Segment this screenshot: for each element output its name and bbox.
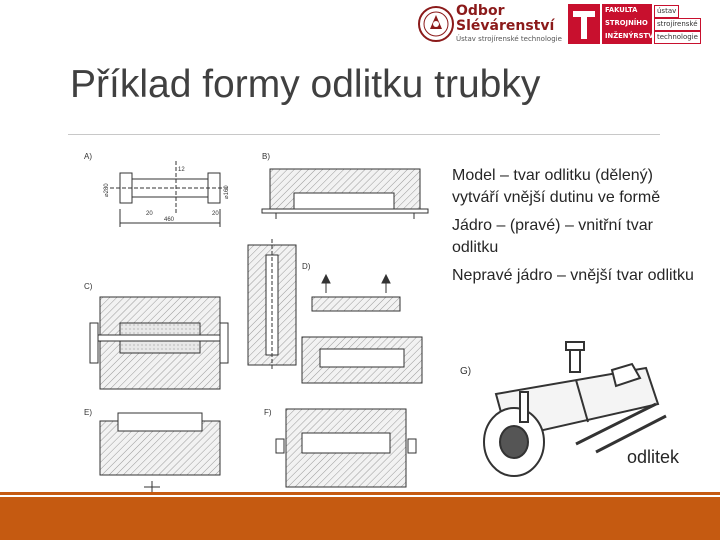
mold-process-figure: A) ⌀280 ⌀160 12 20 460 20 B) C) D) [84, 152, 429, 493]
slide-title: Příklad formy odlitku trubky [70, 63, 541, 106]
odbor-subtitle: Ústav strojírenské technologie [456, 35, 562, 43]
odbor-title-line2: Slévárenství [456, 18, 555, 34]
footer-bar [0, 497, 720, 540]
faculty-box-strojirenske: strojírenské [654, 18, 701, 31]
drawing-e-lower-half [99, 412, 221, 476]
drawing-d-parts [301, 273, 423, 384]
odbor-title-line1: Odbor [456, 3, 505, 19]
bullet-false-core: Nepravé jádro – vnější tvar odlitku [452, 267, 694, 284]
bullet-list: Model – tvar odlitku (dělený) vytváří vn… [452, 165, 702, 293]
odbor-title: Odbor Slévárenství [456, 4, 554, 34]
figure-label-c: C) [84, 282, 93, 291]
footer-accent-line [0, 492, 720, 495]
drawing-f-complete-mold [275, 408, 417, 488]
dimension-label-d160: ⌀160 [224, 185, 230, 199]
drawing-core-box [247, 239, 297, 371]
pipe-casting-drawing [483, 341, 667, 477]
faculty-name-block: FAKULTA STROJNÍHO INŽENÝRSTVÍ [602, 4, 656, 44]
pattern-drawing-a [110, 161, 230, 227]
faculty-line3: INŽENÝRSTVÍ [605, 32, 656, 40]
odbor-slevarenstvi-logo: Odbor Slévárenství Ústav strojírenské te… [416, 4, 562, 44]
dimension-label-d280: ⌀280 [104, 183, 110, 197]
drawing-b-flask [261, 168, 429, 219]
university-seal-icon [418, 6, 454, 42]
title-divider [68, 134, 660, 135]
bullet-core: Jádro – (pravé) – vnitřní tvar odlitku [452, 217, 653, 256]
dimension-label-12: 12 [178, 167, 185, 173]
faculty-line2: STROJNÍHO [605, 19, 648, 27]
figure-label-a: A) [84, 152, 92, 161]
faculty-box-technologie: technologie [654, 31, 701, 44]
header-logos: Odbor Slévárenství Ústav strojírenské te… [416, 4, 716, 44]
faculty-box-ustav: ústav [654, 5, 680, 18]
figure-label-e: E) [84, 408, 92, 417]
faculty-logo: FAKULTA STROJNÍHO INŽENÝRSTVÍ ústav stro… [568, 4, 716, 44]
drawing-bottom-partial [144, 481, 160, 493]
dimension-label-20-right: 20 [212, 211, 219, 217]
casting-illustration-g: G) [460, 341, 667, 477]
casting-label: odlitek [627, 447, 680, 467]
figure-label-b: B) [262, 152, 270, 161]
dimension-label-20-left: 20 [146, 211, 153, 217]
dimension-label-460: 460 [164, 217, 175, 223]
faculty-t-icon [568, 4, 600, 44]
bullet-model: Model – tvar odlitku (dělený) vytváří vn… [452, 167, 661, 206]
figure-label-f: F) [264, 408, 272, 417]
drawing-c-assembled-mold [89, 296, 229, 390]
figure-label-d: D) [302, 262, 311, 271]
figure-label-g: G) [460, 366, 471, 377]
faculty-line1: FAKULTA [605, 6, 638, 14]
